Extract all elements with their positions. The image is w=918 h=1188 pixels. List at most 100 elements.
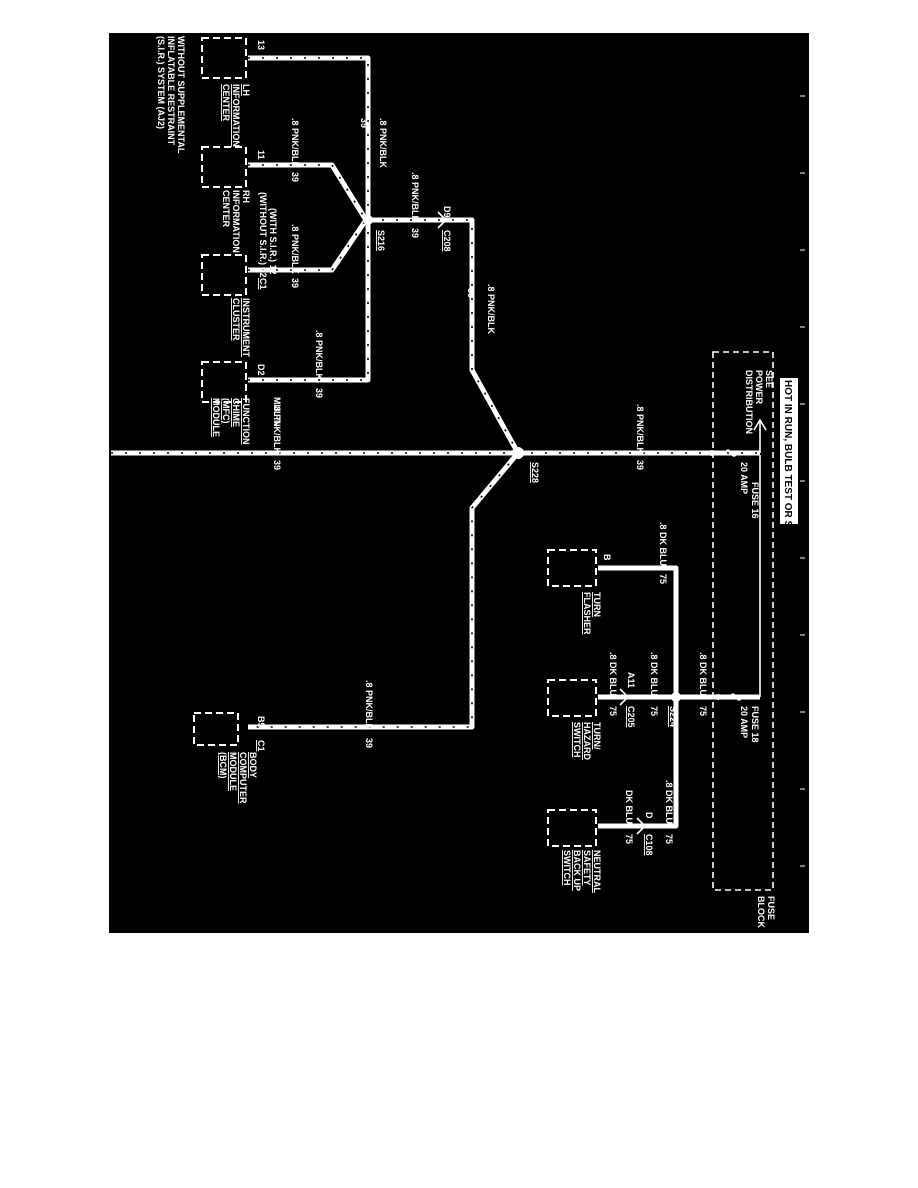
hazard-wire-circuit-b: 75 bbox=[608, 706, 618, 716]
wire-main-label: .8 PNK/BLK bbox=[635, 404, 645, 455]
rh-wire-label: .8 PNK/BLK bbox=[290, 118, 300, 169]
fuse-block-label-1: FUSE bbox=[766, 896, 776, 920]
c208-run-label: .8 PNK/BLK bbox=[486, 284, 496, 335]
neutral-name-2: SAFETY bbox=[582, 850, 592, 886]
mfc-module-box bbox=[201, 361, 247, 403]
wire-c208-run bbox=[368, 217, 521, 455]
mfc-wire-circuit: 39 bbox=[314, 388, 324, 398]
wire-left-label: .8 PNK/BLK bbox=[272, 404, 282, 455]
title-box bbox=[780, 378, 798, 524]
c205-pin: A11 bbox=[626, 672, 636, 688]
cluster-wire-circuit: 39 bbox=[290, 278, 300, 288]
rh-info-name-3: CENTER bbox=[221, 190, 231, 228]
lh-info-pin: 13 bbox=[256, 40, 266, 50]
c208-label: C208 bbox=[442, 230, 452, 252]
bcm-name-2: COMPUTER bbox=[238, 752, 248, 804]
fuse18-wire-label: .8 DK BLU bbox=[698, 652, 708, 696]
cluster-name-1: INSTRUMENT bbox=[241, 298, 251, 357]
label-layer: HOT IN RUN, BULB TEST OR START WITHOUT S… bbox=[156, 36, 798, 928]
bcm-name-3: MODULE bbox=[228, 752, 238, 791]
hazard-name-2: HAZARD bbox=[582, 722, 592, 760]
rh-wire-circuit: 39 bbox=[290, 172, 300, 182]
c205-label: C205 bbox=[626, 706, 636, 728]
flasher-pin: B bbox=[602, 554, 612, 561]
mfc-pin: D2 bbox=[256, 364, 266, 376]
fuse-block-label-2: BLOCK bbox=[756, 896, 766, 928]
splice-s224 bbox=[671, 692, 681, 702]
mfc-name-3: CHIME bbox=[231, 398, 241, 427]
fuse-16-node bbox=[709, 450, 715, 456]
connector-c208-symbol bbox=[437, 211, 448, 229]
fuse-block-outline bbox=[712, 351, 774, 891]
note-line-2: INFLATABLE RESTRAINT bbox=[166, 36, 176, 146]
without-sir-label: (WITHOUT S.I.R.) 12 bbox=[258, 192, 268, 278]
hazard-upper-label: .8 DK BLU bbox=[649, 652, 659, 696]
bcm-wire-circuit: 39 bbox=[364, 738, 374, 748]
see-label: SEE bbox=[764, 370, 774, 388]
neutral-name-4: SWITCH bbox=[562, 850, 572, 886]
neutral-name-1: NEUTRAL bbox=[592, 850, 602, 893]
wire-dkblu-branch bbox=[598, 697, 679, 829]
hazard-wire-circuit-a: 75 bbox=[649, 706, 659, 716]
hazard-lower-label: .8 DK BLU bbox=[608, 652, 618, 696]
neutral-lower-circuit: 75 bbox=[624, 834, 634, 844]
flasher-wire-label: .8 DK BLU bbox=[658, 522, 668, 566]
splice-s224-label: S224 bbox=[668, 706, 678, 727]
power-arrow bbox=[753, 418, 767, 453]
bcm-pin: B5 bbox=[256, 716, 266, 728]
flasher-name-2: FLASHER bbox=[582, 592, 592, 635]
fuse-18-label: FUSE 18 bbox=[750, 706, 760, 743]
hazard-name-1: TURN/ bbox=[592, 722, 602, 750]
distribution-label: DISTRIBUTION bbox=[744, 370, 754, 434]
power-label: POWER bbox=[754, 370, 764, 405]
turn-hazard-switch-box bbox=[547, 679, 597, 717]
neutral-safety-switch-box bbox=[547, 809, 597, 847]
c108-label: C108 bbox=[644, 834, 654, 856]
lh-info-name-2: INFORMATION bbox=[231, 84, 241, 147]
fuse-16-label: FUSE 16 bbox=[750, 482, 760, 519]
diagram-background bbox=[109, 33, 809, 933]
neutral-upper-label: .8 DK BLU bbox=[664, 780, 674, 824]
bcm-wire-label: .8 PNK/BLK bbox=[364, 680, 374, 731]
note-line-3: (S.I.R.) SYSTEM (AJ2) bbox=[156, 36, 166, 129]
margin-ticks bbox=[800, 95, 805, 867]
title-text: HOT IN RUN, BULB TEST OR START bbox=[782, 380, 793, 553]
fuse18-wire-circuit: 75 bbox=[698, 706, 708, 716]
mfc-wire-label: .8 PNK/BLK bbox=[314, 330, 324, 381]
bcm-name-4: (BCM) bbox=[218, 752, 228, 779]
rh-info-name-2: INFORMATION bbox=[231, 190, 241, 253]
turn-flasher-box bbox=[547, 549, 597, 587]
cluster-wire-label: .8 PNK/BLK bbox=[290, 224, 300, 275]
rh-info-pin: 11 bbox=[256, 150, 266, 160]
cluster-conn: C1 bbox=[258, 278, 268, 290]
connector-c108-symbol bbox=[636, 817, 647, 835]
splice-s228 bbox=[512, 447, 524, 459]
with-sir-label: (WITH S.I.R.) 12 bbox=[268, 208, 278, 275]
flasher-wire-circuit: 75 bbox=[658, 574, 668, 584]
mfc-name-5: MODULE bbox=[211, 398, 221, 437]
bcm-box bbox=[193, 712, 239, 746]
bcm-conn: C1 bbox=[256, 740, 266, 752]
lh-info-name-3: CENTER bbox=[221, 84, 231, 122]
lh-wire-label: .8 PNK/BLK bbox=[378, 118, 388, 169]
lh-wire-circuit: 39 bbox=[359, 118, 369, 128]
lh-info-name-1: LH bbox=[241, 84, 251, 96]
fuse-16-symbol bbox=[724, 449, 738, 457]
fuse-16-rating: 20 AMP bbox=[739, 462, 749, 494]
rh-information-center-box bbox=[201, 146, 247, 188]
fuse-18-rating: 20 AMP bbox=[739, 706, 749, 738]
mfc-name-4: (MFC) bbox=[221, 398, 231, 424]
fuse-18-node bbox=[715, 694, 721, 700]
wire-main-circuit: 39 bbox=[635, 460, 645, 470]
connector-c205-symbol bbox=[619, 688, 630, 706]
splice-s228-label: S228 bbox=[530, 462, 540, 483]
fuse-18-symbol bbox=[729, 693, 743, 701]
bcm-name-1: BODY bbox=[248, 752, 258, 778]
s216-upper-circuit: 39 bbox=[410, 228, 420, 238]
lh-information-center-box bbox=[201, 37, 247, 79]
c108-pin: D bbox=[644, 812, 654, 819]
flasher-name-1: TURN bbox=[592, 592, 602, 617]
splice-s216-label: S216 bbox=[376, 230, 386, 251]
wire-bcm-run bbox=[248, 451, 520, 730]
